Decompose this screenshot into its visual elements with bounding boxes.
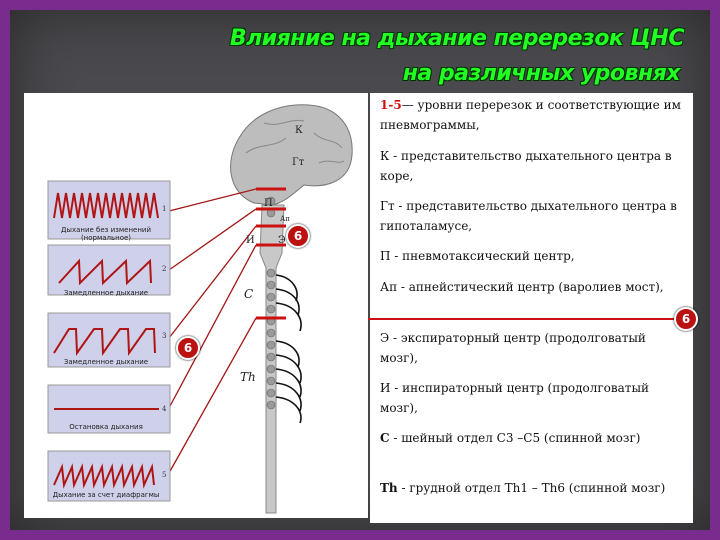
label-ap: Ап	[280, 215, 290, 223]
panel-1-num: 1	[162, 205, 166, 213]
legend-item-th: Th - грудной отдел Th1 – Th6 (спинной мо…	[380, 481, 666, 495]
legend-item-ap: Ап - апнейстический центр (варолиев мост…	[380, 280, 664, 294]
legend-item-gt: Гт - представительство дыхательного цент…	[380, 199, 677, 233]
cns-diagram: К Гт П Ап И Э С Th 1 2 3 4	[47, 104, 353, 514]
label-k: К	[295, 125, 303, 136]
level-divider	[368, 318, 678, 320]
pneumogram-panel-1: 1	[47, 180, 171, 240]
panel-5-caption: Дыхание за счет диафрагмы	[52, 491, 160, 499]
panel-3-caption: Замедленное дыхание	[63, 358, 149, 366]
label-e: Э	[278, 235, 286, 246]
legend-item-c: С - шейный отдел С3 –С5 (спинной мозг)	[380, 431, 641, 445]
cut-levels	[256, 187, 286, 320]
panel-5-num: 5	[162, 471, 166, 479]
legend-item-i: И - инспираторный центр (продолговатый м…	[380, 381, 649, 415]
panel-4-num: 4	[162, 405, 167, 413]
pneumogram-panel-3: 3	[47, 312, 171, 368]
badge-6-panel[interactable]: 6	[176, 336, 200, 360]
slide-title-line-1: Влияние на дыхание перерезок ЦНС	[229, 26, 685, 51]
vertebrae	[266, 196, 276, 410]
label-p: П	[264, 198, 273, 209]
legend-intro-mark: 1-5	[380, 98, 402, 112]
legend-item-k: К - представительство дыхательного центр…	[380, 149, 672, 183]
legend-item-e: Э - экспираторный центр (продолговатый м…	[380, 331, 646, 365]
label-i: И	[246, 235, 255, 246]
brain-shape	[230, 104, 353, 206]
pneumogram-panel-5: 5	[47, 450, 171, 502]
lead-lines	[168, 188, 257, 474]
legend-intro-text: — уровни перерезок и соответствующие им …	[380, 98, 681, 132]
legend-item-p: П - пневмотаксический центр,	[380, 249, 575, 263]
legend-area	[370, 93, 693, 523]
legend-intro: 1-5— уровни перерезок и соответствующие …	[380, 95, 685, 135]
panel-2-num: 2	[162, 265, 166, 273]
badge-6-brainstem[interactable]: 6	[286, 224, 310, 248]
pneumogram-panel-2: 2	[47, 244, 171, 296]
panel-1-caption: Дыхание без изменений (нормальное)	[60, 226, 152, 242]
label-gt: Гт	[292, 157, 305, 168]
label-th: Th	[240, 370, 256, 384]
label-c: С	[244, 287, 253, 301]
badge-6-divider[interactable]: 6	[674, 307, 698, 331]
pneumogram-panel-4: 4	[47, 384, 171, 434]
spinal-nerves	[275, 274, 302, 424]
panel-4-caption: Остановка дыхания	[69, 423, 143, 431]
diagram-area: К Гт П Ап И Э С Th 1 2 3 4	[24, 93, 368, 518]
panel-3-num: 3	[162, 332, 166, 340]
slide-title-line-2: на различных уровнях	[402, 61, 681, 86]
panel-2-caption: Замедленное дыхание	[63, 289, 149, 297]
